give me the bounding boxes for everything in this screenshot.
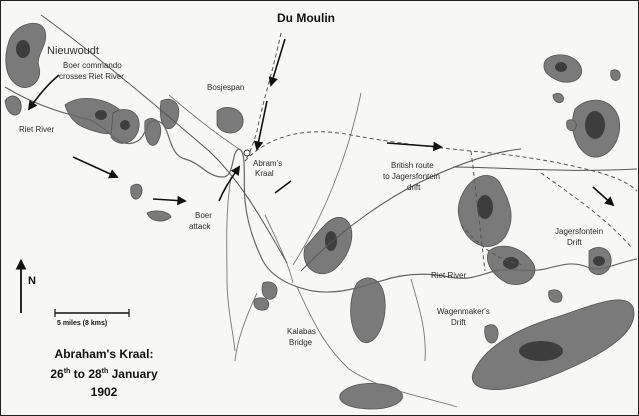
label-nieuwoudt: Nieuwoudt bbox=[47, 45, 99, 57]
label-abrams-kraal-2: Kraal bbox=[255, 169, 274, 178]
title-line-3: 1902 bbox=[90, 385, 118, 399]
label-jagersfontein-1: Jagersfontein bbox=[555, 227, 604, 236]
stream-7 bbox=[234, 292, 258, 362]
arrow-boer-attack bbox=[218, 165, 241, 202]
stream-3 bbox=[292, 92, 362, 266]
label-boer-commando: Boer commando bbox=[63, 61, 122, 70]
label-british-route-3: drift bbox=[407, 183, 421, 192]
label-riet-river-se: Riet River bbox=[431, 271, 467, 280]
arrow-british-route bbox=[386, 141, 443, 152]
label-crosses-riet: crosses Riet River bbox=[59, 72, 124, 81]
label-north: N bbox=[28, 275, 36, 287]
british-route bbox=[244, 32, 638, 272]
label-scale: 5 miles (8 kms) bbox=[57, 320, 108, 327]
arrow-du-moulin-1 bbox=[268, 38, 286, 87]
title-line-1: Abraham's Kraal: bbox=[54, 347, 154, 361]
hill-centre-2 bbox=[350, 277, 386, 343]
label-boer-attack-1: Boer bbox=[195, 211, 212, 220]
label-kalabas-1: Kalabas bbox=[287, 327, 316, 336]
label-british-route-2: to Jagersfontein bbox=[383, 172, 440, 181]
title-month: January bbox=[108, 367, 158, 381]
label-bosjespan: Bosjespan bbox=[207, 83, 245, 92]
label-du-moulin: Du Moulin bbox=[277, 11, 335, 25]
hill-ne-4 bbox=[566, 119, 577, 131]
title-day-end: to 28 bbox=[70, 367, 102, 381]
title-day-end-suffix: th bbox=[101, 368, 109, 375]
arrow-riet-east bbox=[72, 156, 119, 179]
hill-small-1 bbox=[130, 183, 143, 200]
hill-small-3 bbox=[261, 281, 278, 300]
label-british-route-1: British route bbox=[391, 161, 434, 170]
hill-ne-3 bbox=[552, 93, 564, 103]
title-line-2: 26th to 28th January bbox=[29, 363, 179, 383]
stream-4 bbox=[264, 214, 294, 284]
label-riet-river-nw: Riet River bbox=[19, 125, 55, 134]
arrow-kraal-hill bbox=[274, 180, 292, 194]
title-day-start-suffix: th bbox=[63, 368, 71, 375]
movement-arrows bbox=[27, 38, 615, 207]
arrow-boer-commando bbox=[27, 74, 60, 111]
arrow-jagersfontein bbox=[592, 186, 615, 207]
stream-6 bbox=[410, 278, 426, 362]
hill-nw-2 bbox=[4, 95, 22, 116]
hill-bosjespan bbox=[216, 107, 244, 134]
title-day-start: 26 bbox=[50, 367, 64, 381]
hill-small-2 bbox=[146, 210, 172, 222]
label-boer-attack-2: attack bbox=[189, 222, 211, 231]
label-kalabas-2: Bridge bbox=[289, 338, 313, 347]
stream-1 bbox=[168, 94, 240, 150]
hill-se-2 bbox=[484, 324, 499, 344]
arrow-boer-small bbox=[152, 195, 187, 206]
hill-cores bbox=[16, 40, 605, 361]
road-east bbox=[452, 166, 638, 171]
label-wagenmakers-2: Drift bbox=[451, 318, 466, 327]
hill-small-4 bbox=[253, 297, 270, 311]
stream-5 bbox=[296, 286, 458, 408]
label-abrams-kraal-1: Abram's bbox=[253, 159, 283, 168]
label-wagenmakers-1: Wagenmaker's bbox=[437, 307, 490, 316]
hill-bottom bbox=[339, 383, 403, 410]
abrams-kraal-marker bbox=[243, 149, 251, 157]
map-title: Abraham's Kraal: 26th to 28th January 19… bbox=[29, 345, 179, 401]
riet-river bbox=[4, 86, 638, 293]
hills bbox=[4, 22, 635, 410]
label-jagersfontein-2: Drift bbox=[567, 238, 582, 247]
hill-ne-5 bbox=[610, 69, 621, 81]
arrow-du-moulin-2 bbox=[253, 100, 268, 151]
hill-small-5 bbox=[548, 289, 563, 303]
hill-ridge-3 bbox=[144, 118, 162, 146]
road-nw bbox=[40, 14, 288, 264]
stream-2 bbox=[226, 176, 236, 352]
